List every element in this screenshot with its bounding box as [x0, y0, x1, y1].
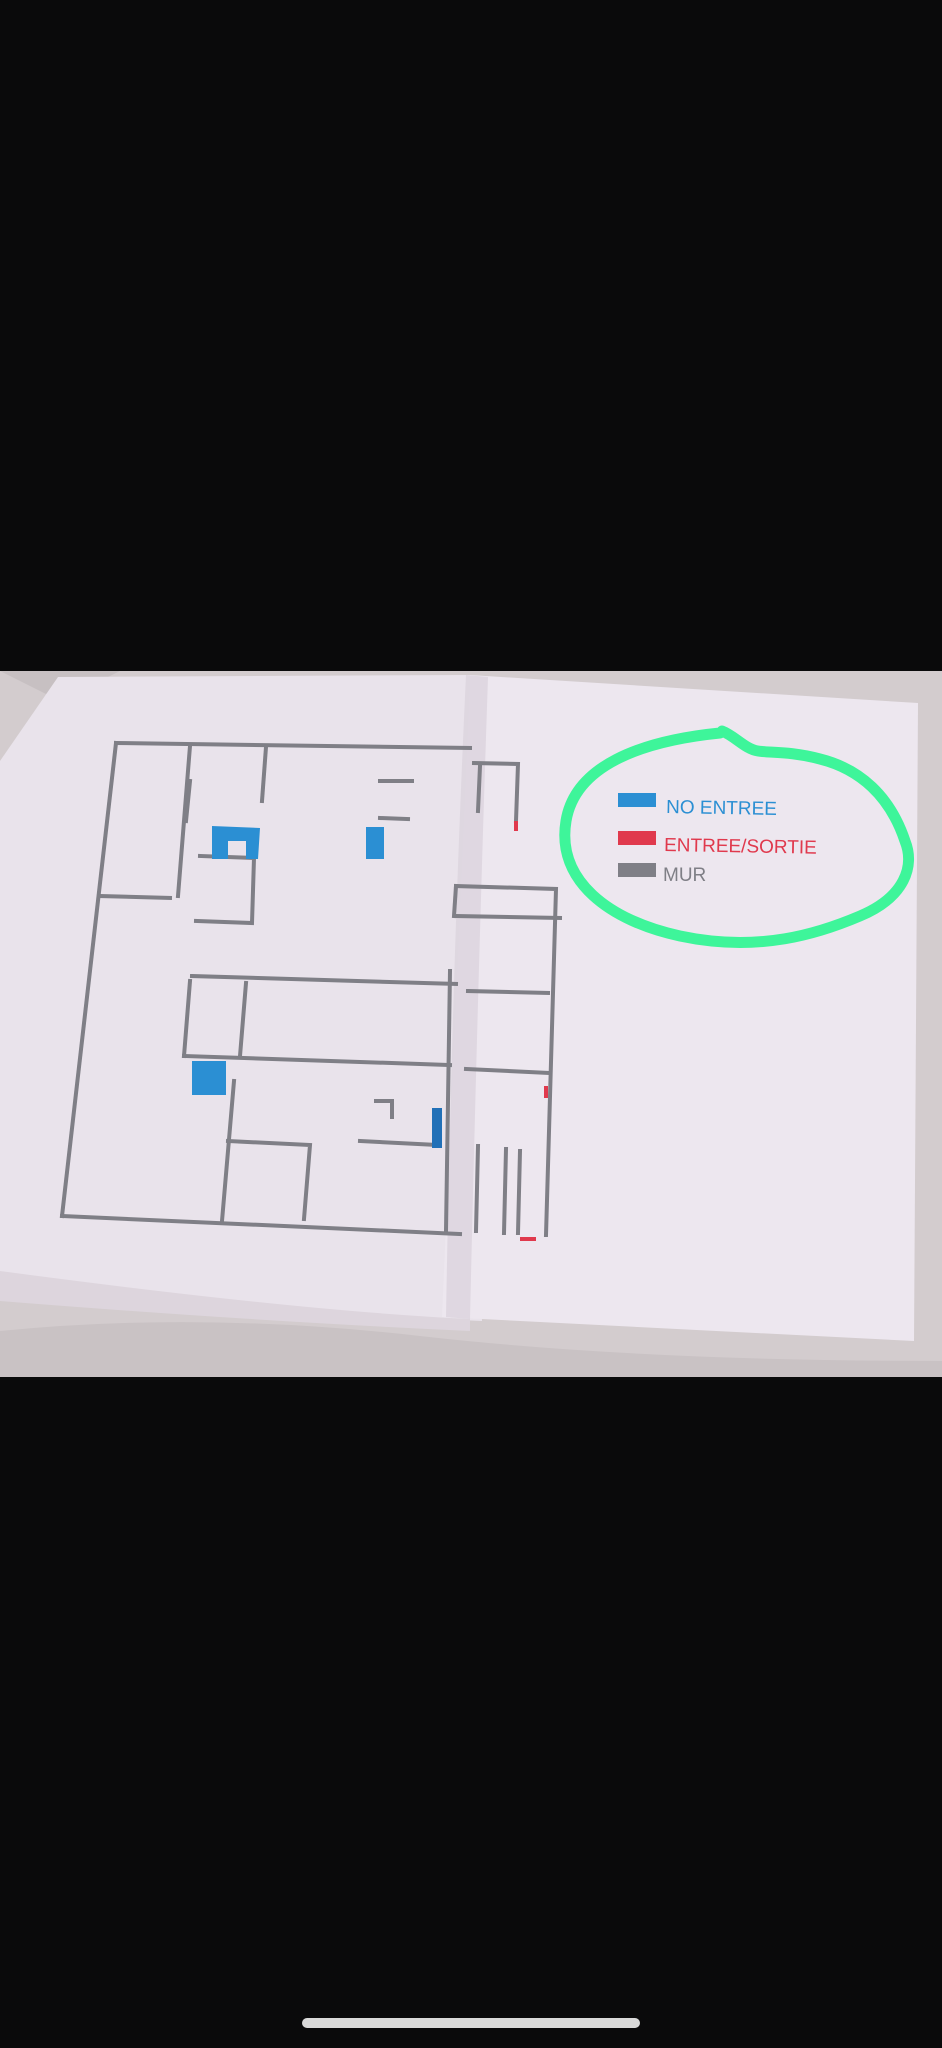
legend: NO ENTREE ENTREE/SORTIE MUR — [618, 793, 817, 886]
highlight-circle — [559, 725, 914, 948]
legend-label-mur: MUR — [663, 865, 706, 886]
legend-label-no-entree: NO ENTREE — [666, 797, 777, 820]
legend-swatch-mur — [618, 863, 656, 877]
floor-plan-photo[interactable]: NO ENTREE ENTREE/SORTIE MUR — [0, 671, 942, 1377]
floor-plan-drawing: NO ENTREE ENTREE/SORTIE MUR — [0, 671, 942, 1377]
no-entry-block-2 — [366, 827, 384, 859]
paper-left — [0, 675, 482, 1321]
legend-label-entree-sortie: ENTREE/SORTIE — [664, 835, 817, 859]
no-entry-block-1 — [212, 826, 260, 859]
legend-swatch-no-entree — [618, 793, 656, 807]
no-entry-block-4 — [432, 1108, 442, 1148]
entry-exit-marks — [514, 821, 548, 1241]
home-indicator[interactable] — [302, 2018, 640, 2028]
wall-lines — [59, 740, 563, 1238]
legend-swatch-entree-sortie — [618, 831, 656, 845]
no-entry-blocks — [192, 826, 442, 1148]
no-entry-block-3 — [192, 1061, 226, 1095]
